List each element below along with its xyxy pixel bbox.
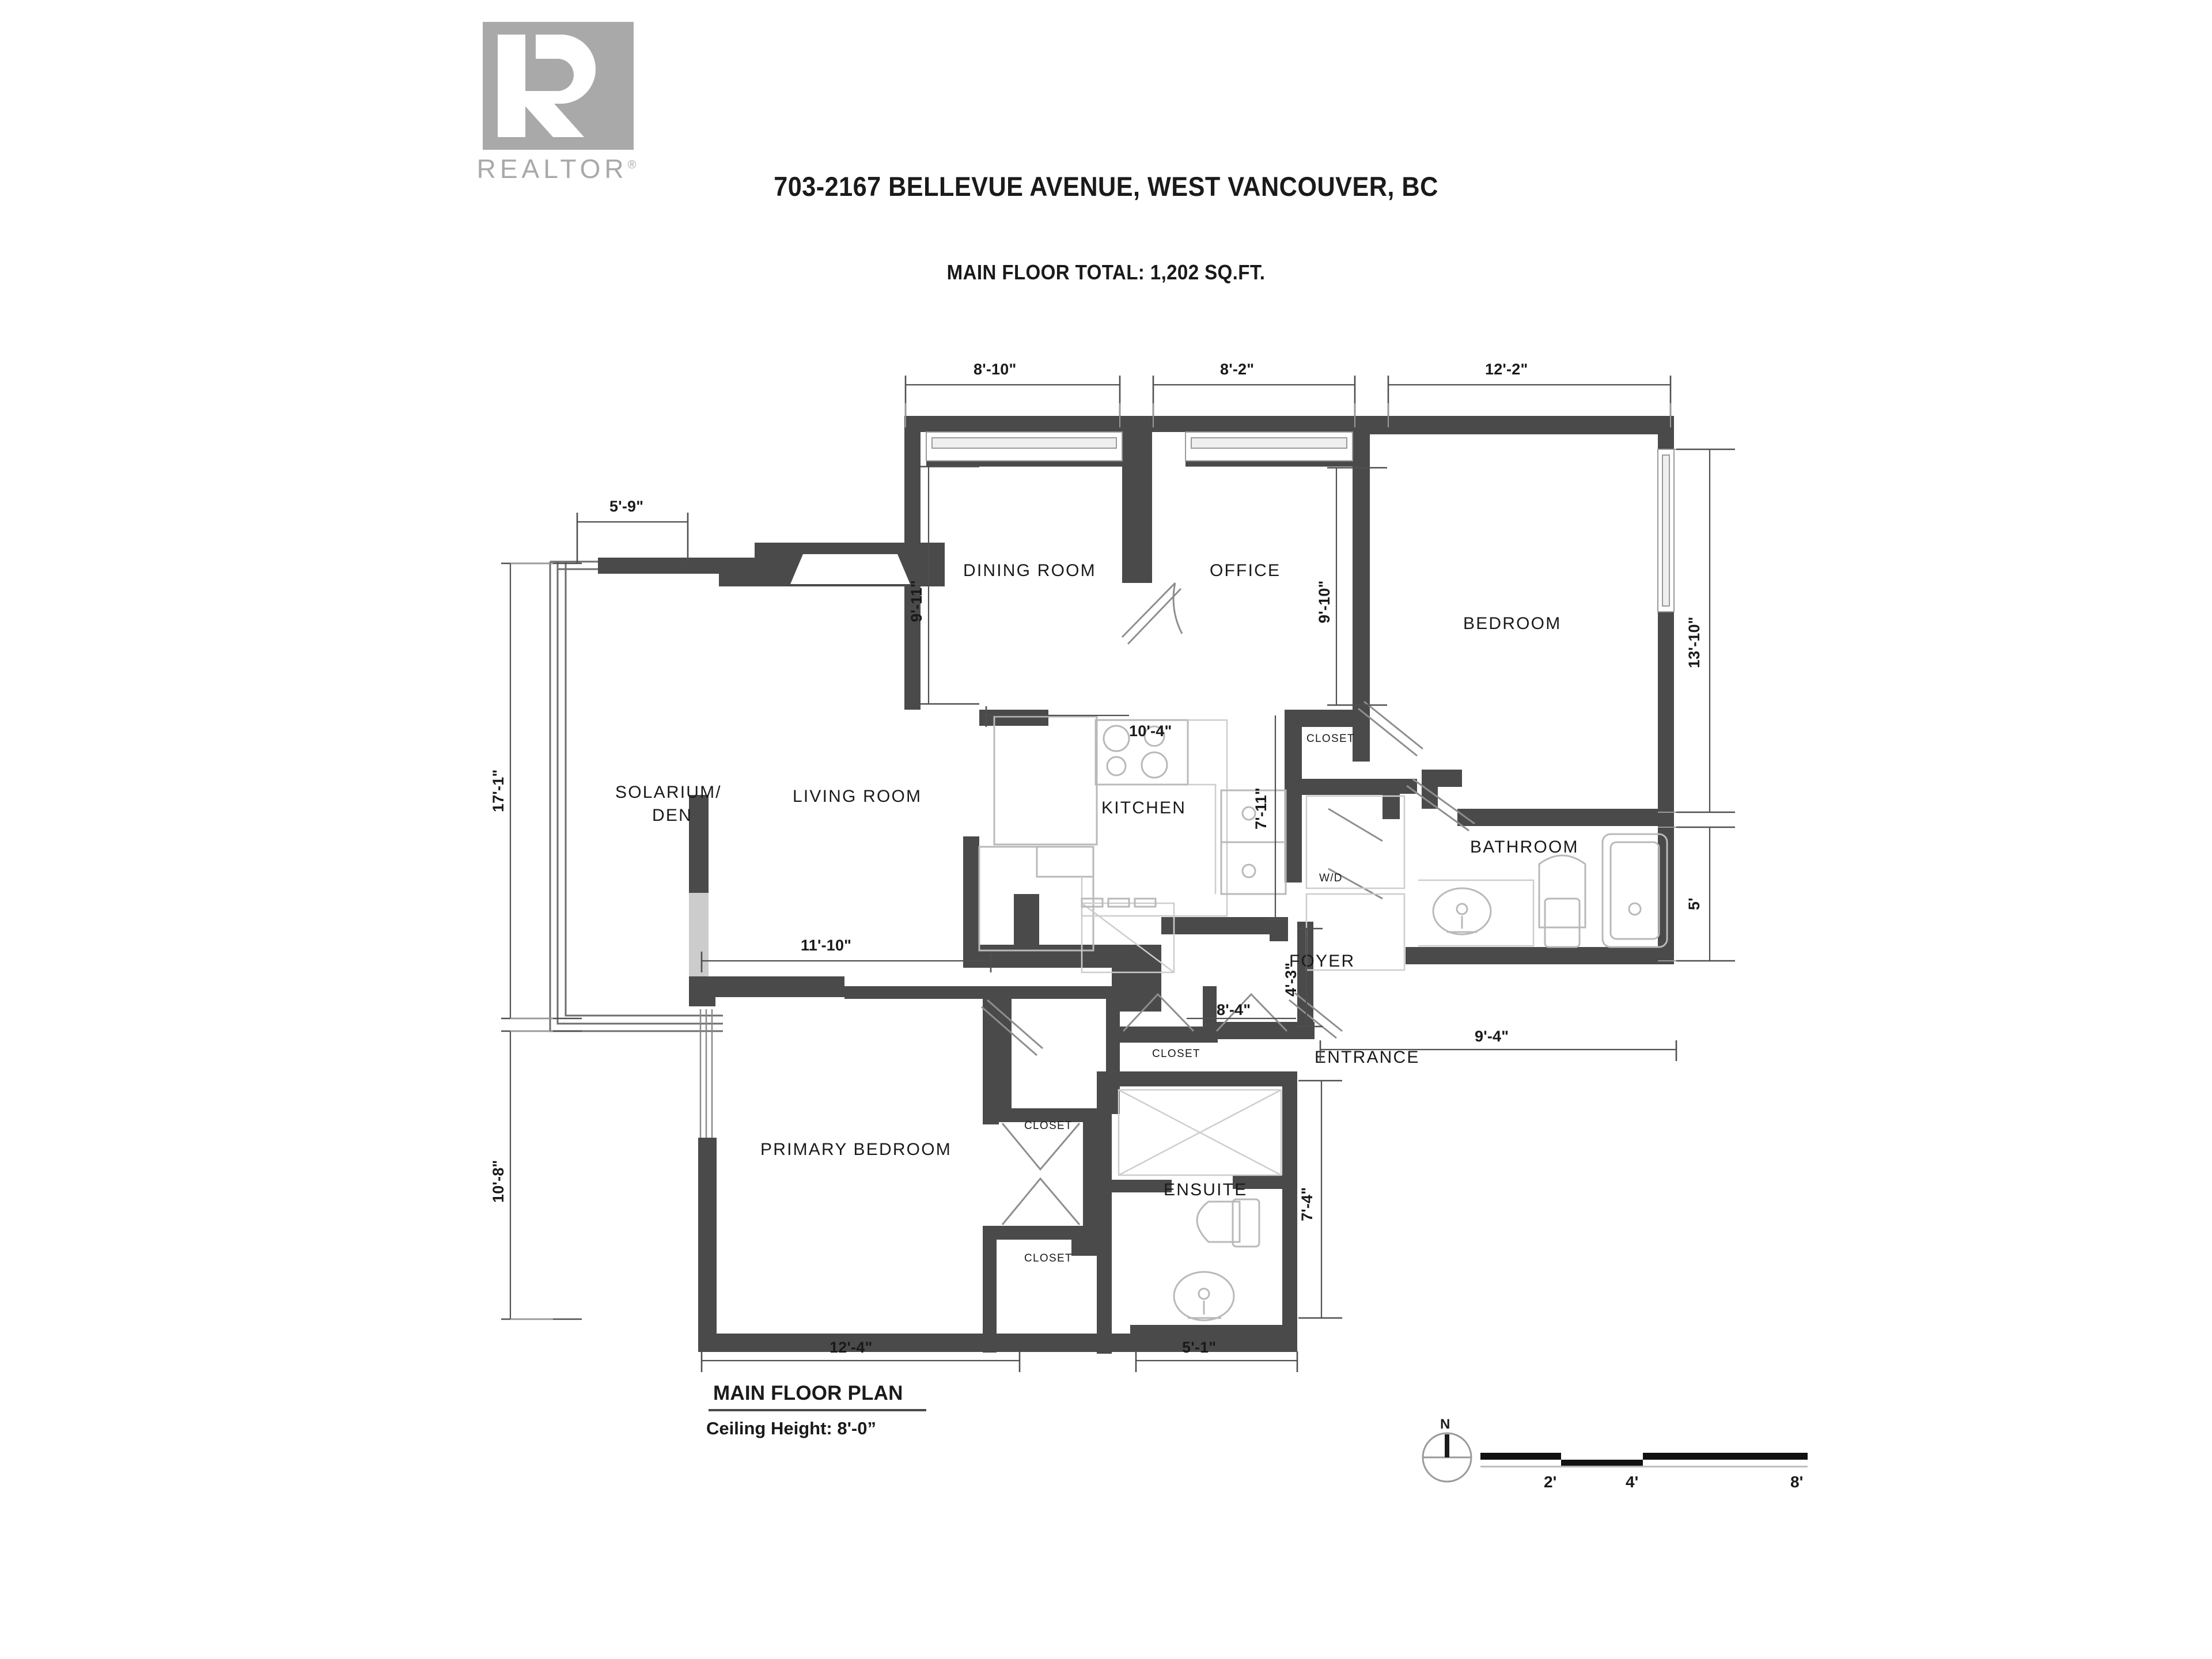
ensuite-toilet-icon (1196, 1200, 1241, 1243)
fixtures-group (978, 715, 1668, 1321)
washer-dryer-label: W/D (1319, 872, 1343, 884)
dimension-living-width: 11'-10" (801, 937, 851, 954)
toilet-icon (1538, 854, 1586, 929)
dimension-ensuite-depth: 7'-4" (1298, 1187, 1316, 1221)
room-label-dining-room: DINING ROOM (963, 561, 1096, 580)
dimension-dining-depth: 9'-11" (908, 580, 925, 622)
dimension-office-depth: 9'-10" (1316, 581, 1333, 623)
room-label-office: OFFICE (1210, 561, 1281, 580)
room-label-bathroom: BATHROOM (1470, 838, 1579, 857)
dimension-kitchen-depth: 7'-11" (1252, 787, 1270, 830)
dimension-foyer-depth: 4'-3" (1282, 963, 1300, 997)
dimension-pb-width: 12'-4" (830, 1339, 872, 1356)
floor-total-label: MAIN FLOOR TOTAL: 1,202 SQ.FT. (946, 260, 1266, 284)
dimension-top-bedroom: 12'-2" (1485, 361, 1528, 378)
room-label-primary-bedroom: PRIMARY BEDROOM (760, 1140, 952, 1159)
dimension-kitchen-width: 10'-4" (1129, 722, 1172, 740)
solarium-glazing (549, 560, 723, 1032)
bathtub-icon (1601, 833, 1668, 948)
room-label-solarium: SOLARIUM/ (615, 783, 722, 802)
realtor-logo: REALTOR® (477, 22, 656, 195)
room-labels-group: SOLARIUM/ DEN LIVING ROOM DINING ROOM OF… (615, 561, 1579, 1264)
room-label-living-room: LIVING ROOM (793, 787, 922, 806)
dimension-top-dining: 8'-10" (974, 361, 1016, 378)
room-label-kitchen: KITCHEN (1101, 798, 1186, 817)
refrigerator-icon (993, 715, 1098, 846)
closet-label-pb-mid: CLOSET (1024, 1120, 1073, 1132)
dishwasher-icon (1081, 902, 1175, 974)
room-label-bedroom: BEDROOM (1463, 614, 1561, 633)
room-label-entrance: ENTRANCE (1315, 1048, 1420, 1067)
realtor-wordmark: REALTOR® (476, 154, 637, 184)
dimension-bedroom-depth: 13'-10" (1685, 616, 1703, 668)
room-label-foyer: FOYER (1289, 952, 1355, 971)
windows-group (926, 431, 1675, 612)
dimension-entrance-right: 9'-4" (1475, 1028, 1509, 1045)
shower-icon (1118, 1089, 1282, 1176)
dimension-solarium-height: 17'-1" (490, 770, 507, 812)
dimension-lower-left: 10'-8" (490, 1160, 507, 1203)
dimensions-group: 8'-10" 8'-2" 12'-2" 5'-9" 17'-1" 10'-8" … (490, 361, 1735, 1372)
primary-bedroom-window (699, 1009, 713, 1138)
closet-label-pb-bot: CLOSET (1024, 1252, 1073, 1264)
dimension-ensuite-width: 5'-1" (1182, 1339, 1216, 1356)
closet-label-hall: CLOSET (1306, 733, 1355, 745)
cooktop-icon (1094, 719, 1189, 786)
page-title: 703-2167 BELLEVUE AVENUE, WEST VANCOUVER… (774, 171, 1438, 202)
walls-group (549, 416, 1674, 1354)
dimension-foyer-width: 8'-4" (1217, 1001, 1251, 1018)
bathroom-sink-icon (1432, 887, 1492, 935)
ensuite-sink-icon (1173, 1271, 1235, 1321)
dimension-top-office: 8'-2" (1220, 361, 1254, 378)
room-label-solarium-den: DEN (652, 806, 692, 825)
room-label-ensuite: ENSUITE (1164, 1180, 1247, 1199)
realtor-r-logo-icon (483, 22, 634, 150)
closet-label-pb-top: CLOSET (1152, 1048, 1200, 1060)
dimension-solarium-width: 5'-9" (609, 498, 643, 515)
dimension-bathroom-depth: 5' (1685, 897, 1703, 910)
